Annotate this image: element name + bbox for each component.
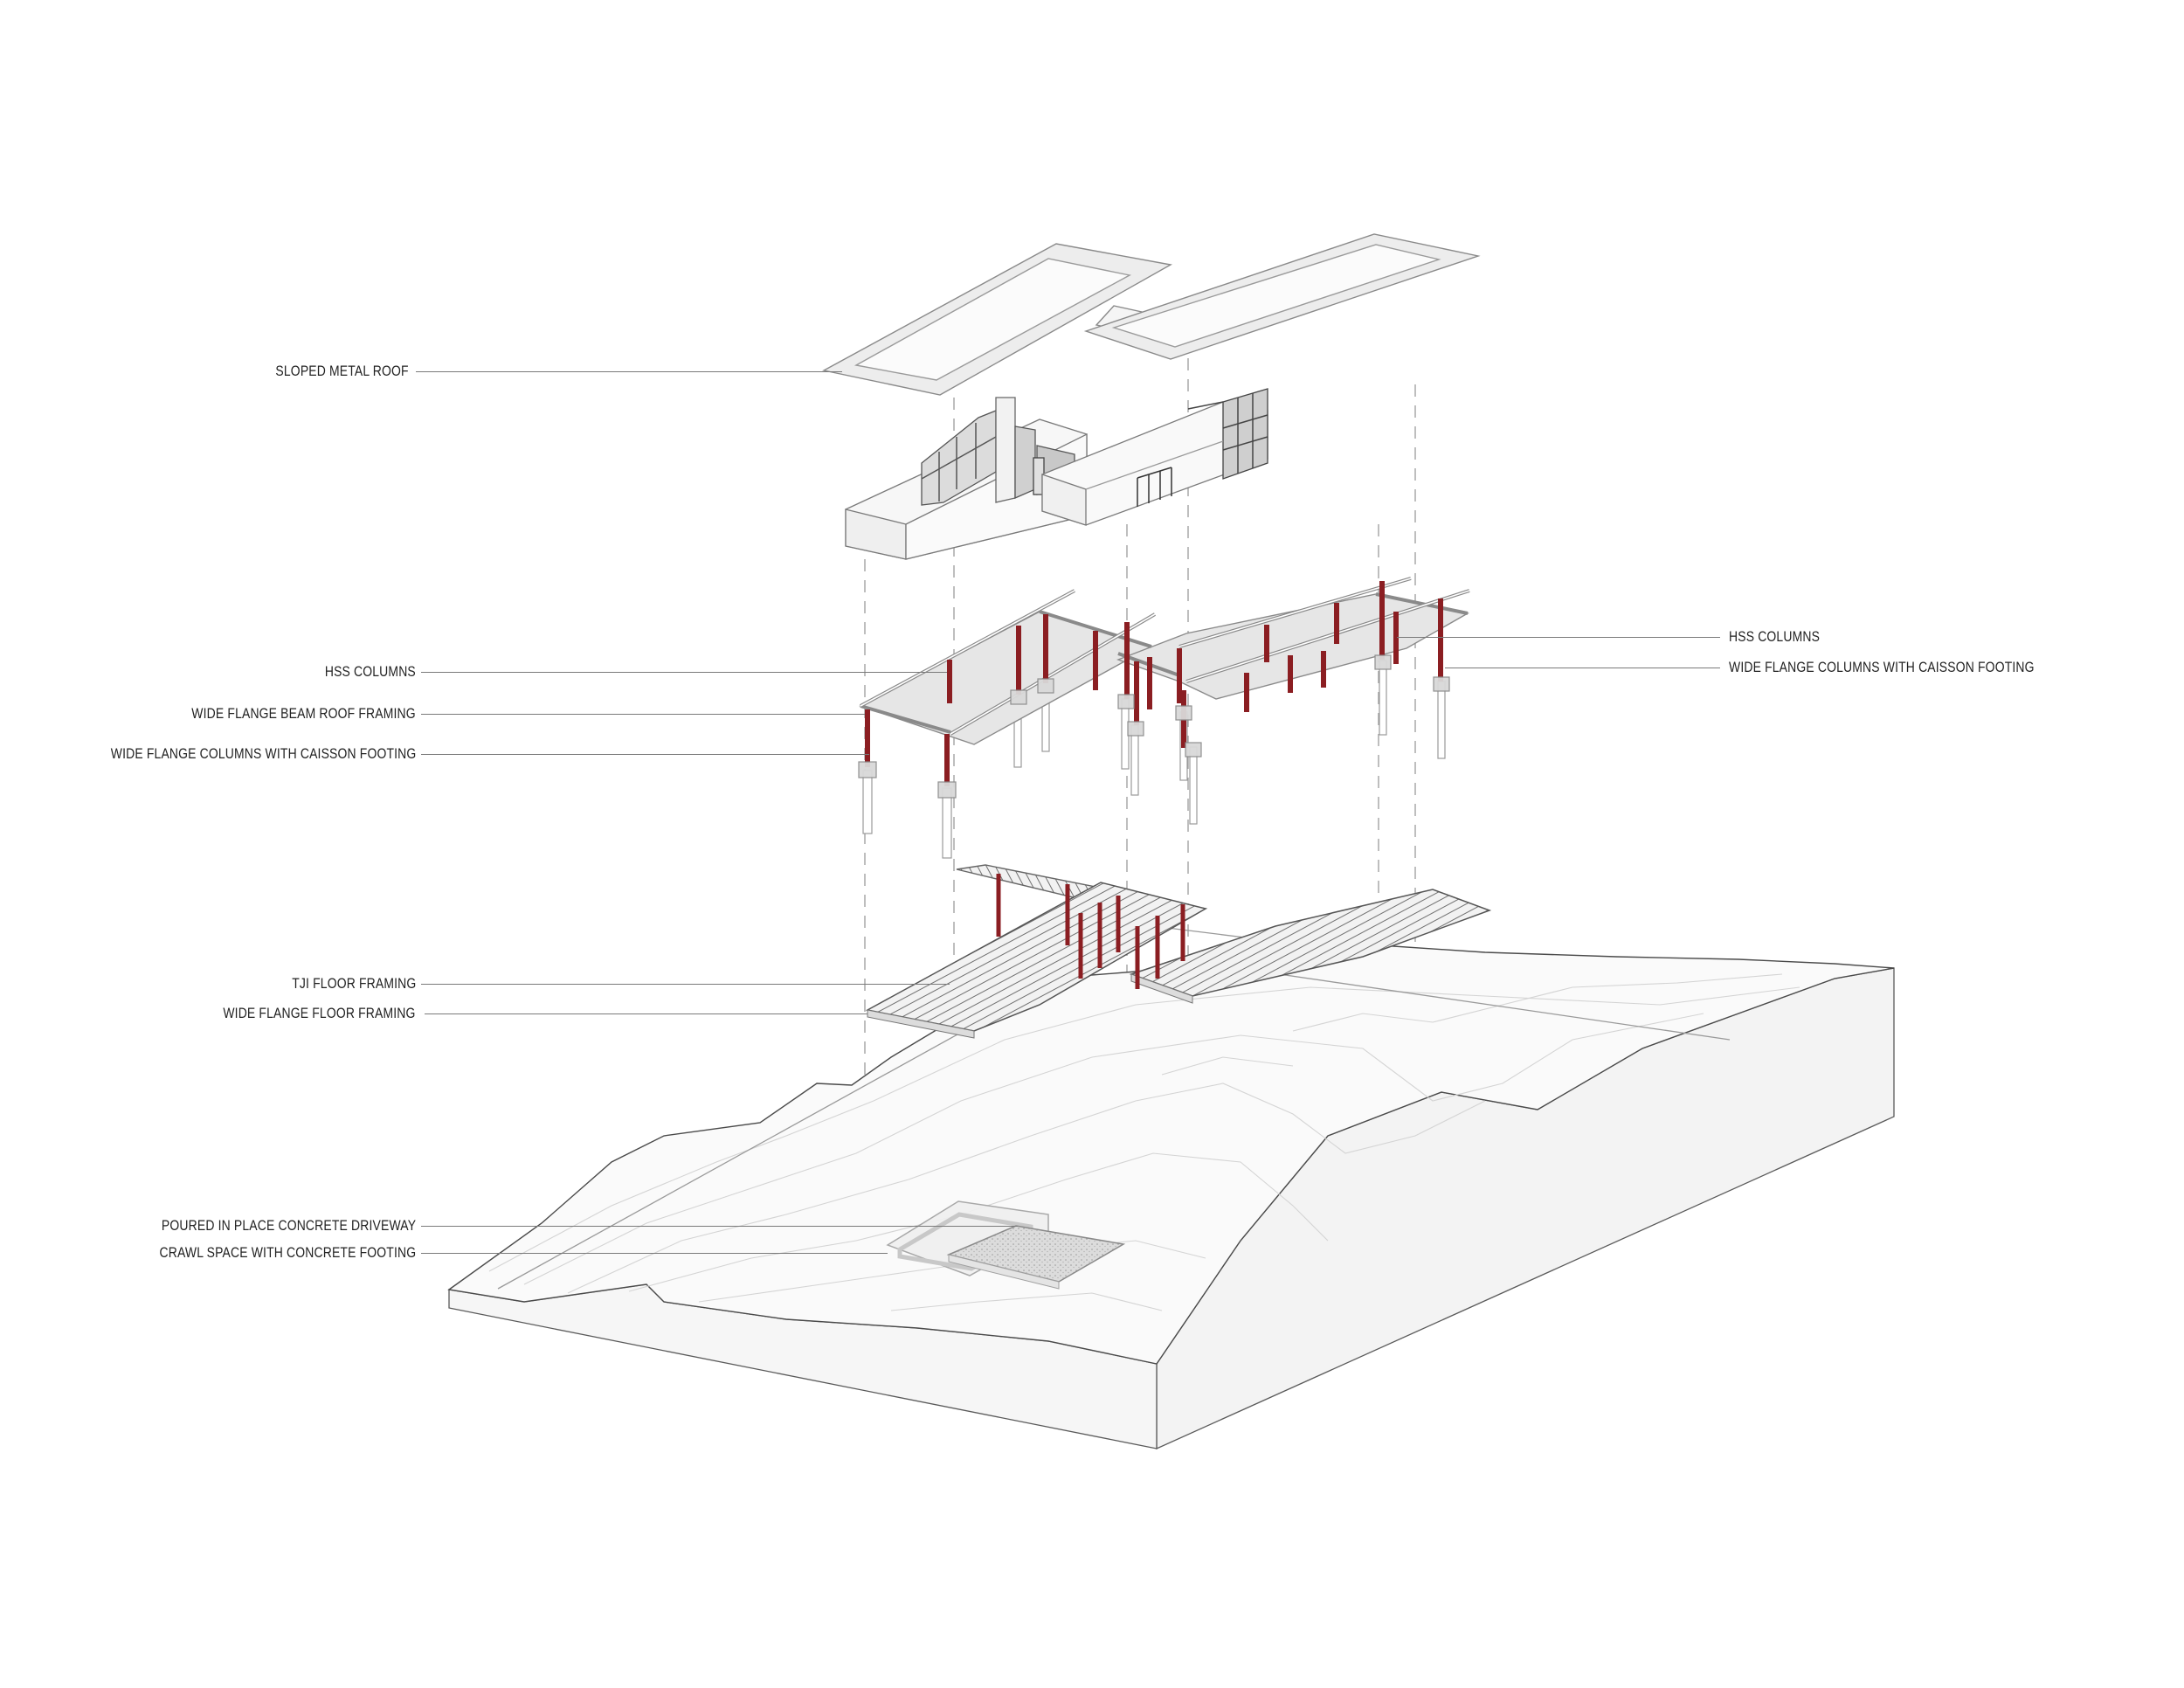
label-text: WIDE FLANGE COLUMNS WITH CAISSON FOOTING bbox=[110, 745, 416, 762]
leader-line bbox=[421, 1253, 888, 1254]
leader-line bbox=[421, 984, 950, 985]
leader-line bbox=[416, 371, 842, 372]
leader-line bbox=[421, 754, 869, 755]
floor-framing bbox=[865, 864, 1492, 1039]
roof-framing bbox=[858, 577, 1470, 859]
foundation-driveway-crawlspace bbox=[886, 1200, 1126, 1290]
label-text: WIDE FLANGE COLUMNS WITH CAISSON FOOTING bbox=[1729, 659, 2035, 675]
leader-line bbox=[421, 714, 865, 715]
label-text: TJI FLOOR FRAMING bbox=[291, 975, 416, 992]
label-text: POURED IN PLACE CONCRETE DRIVEWAY bbox=[161, 1217, 416, 1234]
label-text: SLOPED METAL ROOF bbox=[275, 363, 409, 379]
terrain-block bbox=[447, 925, 1895, 1450]
label-text: CRAWL SPACE WITH CONCRETE FOOTING bbox=[159, 1244, 416, 1261]
label-text: WIDE FLANGE FLOOR FRAMING bbox=[223, 1005, 416, 1021]
label-text: HSS COLUMNS bbox=[324, 663, 416, 680]
sloped-metal-roof bbox=[821, 233, 1481, 396]
leader-line bbox=[425, 1013, 867, 1014]
walls-enclosure bbox=[845, 388, 1268, 560]
leader-line bbox=[421, 672, 947, 673]
label-text: HSS COLUMNS bbox=[1729, 628, 1821, 645]
leader-line bbox=[1397, 637, 1720, 638]
leader-line bbox=[421, 1226, 1018, 1227]
label-text: WIDE FLANGE BEAM ROOF FRAMING bbox=[191, 705, 416, 722]
